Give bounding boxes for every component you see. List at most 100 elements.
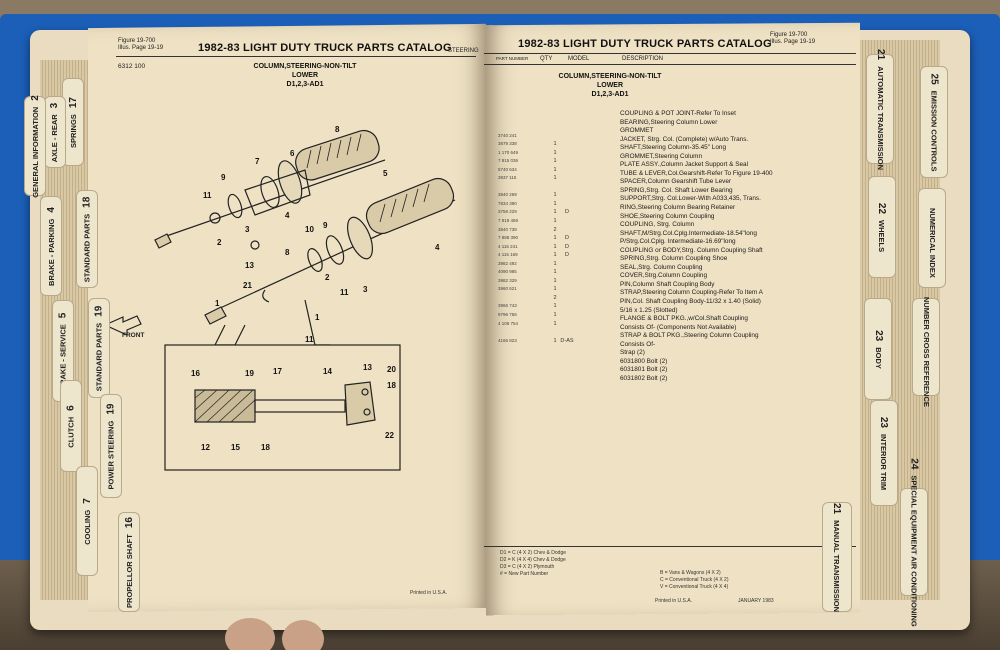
tab-number: 21 bbox=[874, 48, 886, 60]
part-number-cell: 7 819 469 bbox=[498, 218, 519, 224]
model-cell bbox=[556, 268, 578, 277]
description-row: SHOE,Steering Column Coupling bbox=[620, 212, 715, 220]
right-heading-line3: D1,2,3-AD1 bbox=[591, 91, 629, 98]
svg-text:10: 10 bbox=[305, 225, 314, 234]
qty-cell: 1 bbox=[553, 175, 557, 182]
svg-text:22: 22 bbox=[385, 431, 394, 440]
model-cell bbox=[556, 277, 578, 286]
description-row: PIN,Col. Shaft Coupling Body-11/32 x 1.4… bbox=[620, 298, 761, 306]
upper-coupling bbox=[154, 233, 172, 249]
description-row: RING,Steering Column Bearing Retainer bbox=[620, 204, 736, 212]
legend-line: D2 = K (4 X 4) Chev & Dodge bbox=[500, 557, 566, 563]
tab-label: BRAKE - PARKING bbox=[46, 218, 56, 286]
left-illus-ref: Illus. Page 19-19 bbox=[118, 45, 164, 51]
section-tab[interactable]: NUMERICAL INDEX bbox=[918, 188, 946, 288]
svg-text:20: 20 bbox=[387, 365, 396, 374]
legend-right: B = Vans & Wagons (4 X 2)C = Conventiona… bbox=[660, 570, 729, 591]
tab-number: 5 bbox=[57, 312, 69, 318]
legend-line: D3 = C (4 X 2) Plymouth bbox=[500, 564, 555, 570]
model-cell bbox=[556, 132, 578, 141]
legend-line: B = Vans & Wagons (4 X 2) bbox=[660, 570, 721, 576]
inset-flange bbox=[344, 381, 376, 426]
model-cell: D-AS bbox=[560, 337, 574, 344]
steering-column-diagram: 8 6 7 5 9 11 4 3 2 8 13 10 9 4 2 11 3 21… bbox=[103, 125, 456, 471]
part-number-cell: 1 170 649 bbox=[498, 149, 519, 155]
tab-label: PROPELLOR SHAFT bbox=[124, 533, 134, 608]
model-cell: D bbox=[565, 209, 569, 216]
tab-label: BODY bbox=[873, 346, 883, 369]
svg-text:9: 9 bbox=[323, 221, 328, 230]
description-row: P/Strg.Col.Cplg. Intermediate-16.69"long bbox=[620, 238, 736, 246]
qty-cell: 1 bbox=[553, 158, 557, 165]
finger bbox=[282, 620, 324, 650]
tab-number: 2 bbox=[29, 94, 41, 101]
tab-label: EMISSION CONTROLS bbox=[929, 90, 939, 171]
qty-cell: 1 bbox=[553, 243, 557, 250]
svg-text:12: 12 bbox=[201, 443, 210, 452]
tab-number: 16 bbox=[123, 516, 135, 528]
bolt-washer bbox=[250, 240, 260, 250]
svg-text:11: 11 bbox=[203, 191, 212, 200]
svg-text:11: 11 bbox=[340, 288, 349, 297]
model-cell: D bbox=[565, 243, 569, 250]
col-description: DESCRIPTION bbox=[622, 56, 664, 62]
part-number-cell: 3840 269 bbox=[498, 192, 517, 198]
model-cell bbox=[556, 123, 578, 132]
support-plate bbox=[244, 169, 311, 216]
left-right-code: STEERING bbox=[448, 48, 479, 54]
svg-text:8: 8 bbox=[285, 248, 290, 257]
description-row: FLANGE & BOLT PKG.,w/Col.Shaft Coupling bbox=[620, 315, 748, 323]
upper-bearing bbox=[227, 193, 243, 219]
tab-number bbox=[921, 288, 932, 291]
right-catalog-title: 1982-83 LIGHT DUTY TRUCK PARTS CATALOG bbox=[518, 38, 772, 50]
qty-cell: 1 bbox=[553, 200, 557, 207]
svg-text:2: 2 bbox=[217, 238, 222, 247]
tab-number: 19 bbox=[93, 305, 105, 317]
left-section-heading: COLUMN,STEERING-NON-TILT LOWER D1,2,3-AD… bbox=[220, 62, 390, 89]
description-row: STRAP & BOLT PKG.,Steering Column Coupli… bbox=[620, 332, 759, 340]
tab-number: 7 bbox=[81, 497, 93, 504]
left-heading-line3: D1,2,3-AD1 bbox=[286, 81, 324, 88]
upper-shaft-line bbox=[154, 159, 386, 241]
qty-cell: 1 bbox=[553, 235, 557, 242]
description-row: SUPPORT,Strg. Col.Lower-With A033,435, T… bbox=[620, 195, 761, 203]
right-header-rule-bottom bbox=[484, 64, 856, 65]
inset-shaft bbox=[254, 399, 346, 413]
left-group-code: 6312 100 bbox=[118, 63, 146, 70]
left-footer: Printed in U.S.A. bbox=[410, 590, 447, 596]
part-number-cell: 9796 756 bbox=[498, 312, 517, 318]
description-row: Consists Of- (Components Not Available) bbox=[620, 323, 737, 331]
part-number-cell: 3758 229 bbox=[498, 209, 517, 215]
tab-label: STANDARD PARTS bbox=[82, 213, 92, 282]
description-row: BEARING,Steering Column Lower bbox=[620, 118, 718, 126]
part-number-cell: 4 106 754 bbox=[498, 320, 519, 326]
part-number-cell bbox=[498, 123, 538, 132]
section-tab[interactable]: PROPELLOR SHAFT 16 bbox=[118, 512, 140, 612]
section-tab[interactable]: NUMBER CROSS REFERENCE bbox=[912, 296, 940, 406]
model-cell bbox=[556, 149, 578, 158]
thumb bbox=[225, 618, 275, 650]
strap-clip bbox=[262, 289, 270, 303]
part-number-cell: 3937 115 bbox=[498, 175, 517, 181]
upper-seal-plate bbox=[277, 160, 303, 204]
